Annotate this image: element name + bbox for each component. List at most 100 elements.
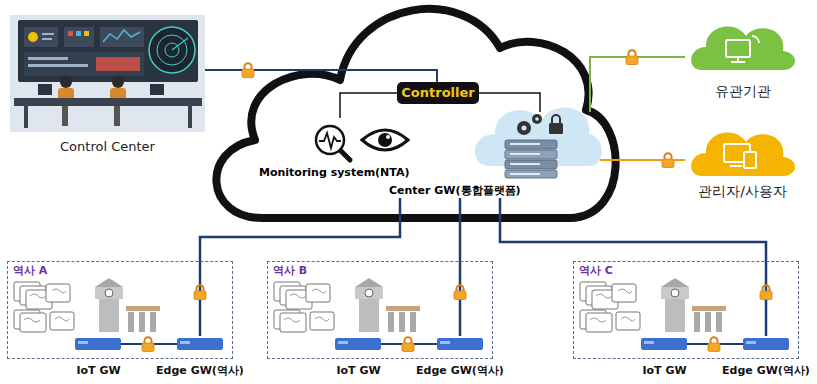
control-center-illustration <box>149 27 195 73</box>
control-center-illustration <box>112 76 124 88</box>
center-gw-icon <box>510 143 540 145</box>
center-gw-icon <box>510 153 540 155</box>
control-center-illustration <box>28 64 88 67</box>
monitoring-system: Monitoring system(NTA) <box>255 118 416 180</box>
node-label: IoT GW <box>336 364 380 378</box>
station-region: 역사 BIoT GWEdge GW(역사) <box>268 262 492 358</box>
control-center-illustration <box>60 76 72 88</box>
monitoring-icon <box>316 126 344 154</box>
control-center-illustration <box>96 57 140 71</box>
control-center-illustration <box>18 20 198 82</box>
agency-cloud-icon <box>691 26 795 70</box>
control-center-illustration <box>28 57 68 60</box>
lock-icon <box>662 153 674 167</box>
node-label: 유관기관 <box>715 83 771 101</box>
center-gw-icon <box>532 114 542 124</box>
controller-box: Controller <box>397 82 479 104</box>
edge-gateway: Edge GW(역사) <box>412 336 508 378</box>
node-label: 역사 A <box>13 264 47 278</box>
control-center-illustration <box>42 38 52 40</box>
node-label: Monitoring system(NTA) <box>259 166 410 180</box>
node-label: Control Center <box>60 139 155 155</box>
node-label: 역사 C <box>579 264 613 278</box>
center-gw-icon <box>505 150 557 159</box>
control-center-illustration <box>103 30 140 42</box>
monitoring-icon <box>386 135 390 139</box>
control-center-illustration <box>157 35 187 65</box>
connector-line <box>200 198 400 336</box>
center-gw-icon <box>505 140 557 149</box>
agency-cloud-icon <box>691 26 795 70</box>
center-gw-icon <box>505 160 557 169</box>
user-cloud-icon <box>730 165 742 167</box>
agency-cloud-icon <box>726 40 750 57</box>
control-center-illustration <box>24 106 28 128</box>
station-region: 역사 AIoT GWEdge GW(역사) <box>8 262 232 358</box>
center-gw-icon <box>510 173 540 175</box>
control-center-illustration <box>188 106 192 128</box>
lock-icon <box>194 285 206 299</box>
center-gw-icon <box>522 126 527 131</box>
node-label: Controller <box>401 85 474 101</box>
center-gw-icon <box>549 123 563 134</box>
control-center-illustration <box>68 31 73 36</box>
user-cloud-icon <box>691 132 795 176</box>
connector-line <box>459 198 462 336</box>
control-center-illustration <box>38 84 52 95</box>
node-label: Edge GW(역사) <box>416 364 504 378</box>
center-gw-icon <box>552 115 560 123</box>
station-b-art <box>274 278 483 350</box>
iot-gateway: IoT GW <box>638 336 691 378</box>
node-label: IoT GW <box>76 364 120 378</box>
node-label: Edge GW(역사) <box>156 364 244 378</box>
control-center-illustration <box>172 38 188 50</box>
lock-icon <box>242 63 254 77</box>
center-gw-icon <box>475 108 602 178</box>
lock-icon <box>402 337 414 351</box>
edge-gateway: Edge GW(역사) <box>718 336 814 378</box>
agency-cloud-icon <box>752 36 759 43</box>
connector-line <box>205 70 437 82</box>
node-label: 관리자/사용자 <box>698 183 787 201</box>
center-gateway: Center GW(통합플랫폼) <box>385 112 600 198</box>
node-label: Center GW(통합플랫폼) <box>389 184 521 198</box>
node-label: 역사 B <box>273 264 307 278</box>
control-center-illustration <box>24 52 144 76</box>
center-gw-icon <box>505 170 557 178</box>
iot-gateway: IoT GW <box>72 336 125 378</box>
node-label: Edge GW(역사) <box>722 364 810 378</box>
control-center-illustration <box>10 15 205 132</box>
center-gw-icon <box>535 117 539 121</box>
center-gw-icon <box>510 163 540 165</box>
control-center-illustration <box>150 84 164 95</box>
monitoring-icon <box>316 126 408 160</box>
control-center-illustration <box>10 15 205 132</box>
station-a-art <box>14 278 223 350</box>
control-center: Control Center <box>10 15 205 155</box>
station-region: 역사 CIoT GWEdge GW(역사) <box>574 262 798 358</box>
edge-gateway: Edge GW(역사) <box>152 336 248 378</box>
connector-line <box>590 57 685 112</box>
center-gw-icon <box>475 108 602 166</box>
connector-line <box>500 198 766 336</box>
control-center-illustration <box>14 98 202 106</box>
user-cloud-icon <box>744 152 756 168</box>
control-center-illustration <box>114 106 120 126</box>
control-center-illustration <box>42 33 54 35</box>
user-cloud: 관리자/사용자 <box>685 122 800 200</box>
connector-line <box>479 93 540 112</box>
connector-line <box>340 93 397 118</box>
lock-icon <box>626 50 638 64</box>
control-center-illustration <box>24 27 58 47</box>
lock-icon <box>142 337 154 351</box>
user-cloud-icon <box>691 132 795 176</box>
control-center-illustration <box>62 106 68 126</box>
cloud-outline <box>216 9 615 218</box>
agency-cloud-icon <box>731 61 745 63</box>
control-center-illustration <box>84 31 89 36</box>
control-center-illustration <box>28 32 38 42</box>
monitoring-icon <box>340 150 350 160</box>
lock-icon <box>760 285 772 299</box>
